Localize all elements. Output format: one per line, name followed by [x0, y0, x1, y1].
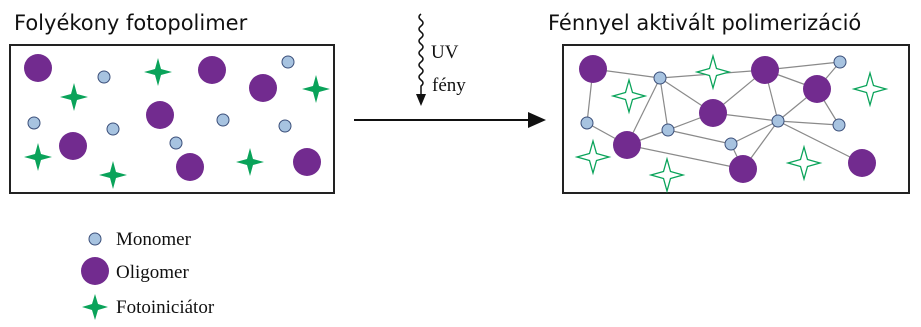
- polymerization-box: [562, 44, 910, 194]
- right-panel-particles: [574, 53, 889, 194]
- left-panel-particles: [24, 54, 330, 189]
- right-panel-title: Fénnyel aktivált polimerizáció: [548, 11, 861, 35]
- light-label: fény: [432, 75, 466, 96]
- monomer: [27, 116, 41, 130]
- photoinitiator-star: [24, 143, 52, 171]
- uv-light-arrow: UV fény: [354, 13, 546, 128]
- oligomer: [249, 74, 277, 102]
- photoinitiator-outline-star: [610, 77, 648, 115]
- photoinitiator-star: [144, 58, 172, 86]
- oligomer: [613, 131, 641, 159]
- oligomer: [59, 132, 87, 160]
- process-arrowhead-icon: [528, 112, 546, 128]
- monomer: [580, 116, 594, 130]
- photoinitiator-outline-star: [785, 144, 823, 182]
- oligomer: [699, 99, 727, 127]
- monomer: [97, 70, 111, 84]
- monomer: [771, 114, 785, 128]
- monomer: [169, 136, 183, 150]
- photoinitiator-star: [60, 83, 88, 111]
- monomer: [106, 122, 120, 136]
- monomer: [833, 55, 847, 69]
- oligomer: [579, 55, 607, 83]
- oligomer: [729, 155, 757, 183]
- liquid-photopolymer-box: [9, 44, 335, 194]
- oligomer: [146, 101, 174, 129]
- photoinitiator-outline-star: [574, 138, 612, 176]
- monomer: [281, 55, 295, 69]
- legend-photoinitiator-icon: [82, 294, 108, 320]
- monomer: [832, 118, 846, 132]
- left-panel-title: Folyékony fotopolimer: [14, 11, 248, 35]
- monomer: [278, 119, 292, 133]
- oligomer: [176, 153, 204, 181]
- uv-label: UV: [431, 42, 459, 63]
- oligomer: [293, 148, 321, 176]
- monomer: [653, 71, 667, 85]
- oligomer: [198, 56, 226, 84]
- photoinitiator-star: [302, 75, 330, 103]
- photoinitiator-outline-star: [694, 53, 732, 91]
- monomer: [661, 123, 675, 137]
- legend-oligomer-icon: [81, 257, 109, 285]
- photoinitiator-star: [99, 161, 127, 189]
- monomer: [724, 137, 738, 151]
- legend-monomer-label: Monomer: [116, 229, 192, 250]
- photoinitiator-outline-star: [851, 70, 889, 108]
- oligomer: [24, 54, 52, 82]
- monomer: [216, 113, 230, 127]
- photoinitiator-outline-star: [648, 156, 686, 194]
- legend-oligomer-label: Oligomer: [116, 262, 189, 283]
- legend-monomer-icon: [88, 232, 102, 246]
- legend: Monomer Oligomer Fotoiniciátor: [81, 229, 215, 320]
- legend-photoinitiator-label: Fotoiniciátor: [116, 297, 215, 318]
- oligomer: [751, 56, 779, 84]
- uv-wave-icon: [418, 13, 424, 96]
- oligomer: [803, 75, 831, 103]
- oligomer: [848, 149, 876, 177]
- photoinitiator-star: [236, 148, 264, 176]
- uv-arrowhead-icon: [416, 94, 426, 106]
